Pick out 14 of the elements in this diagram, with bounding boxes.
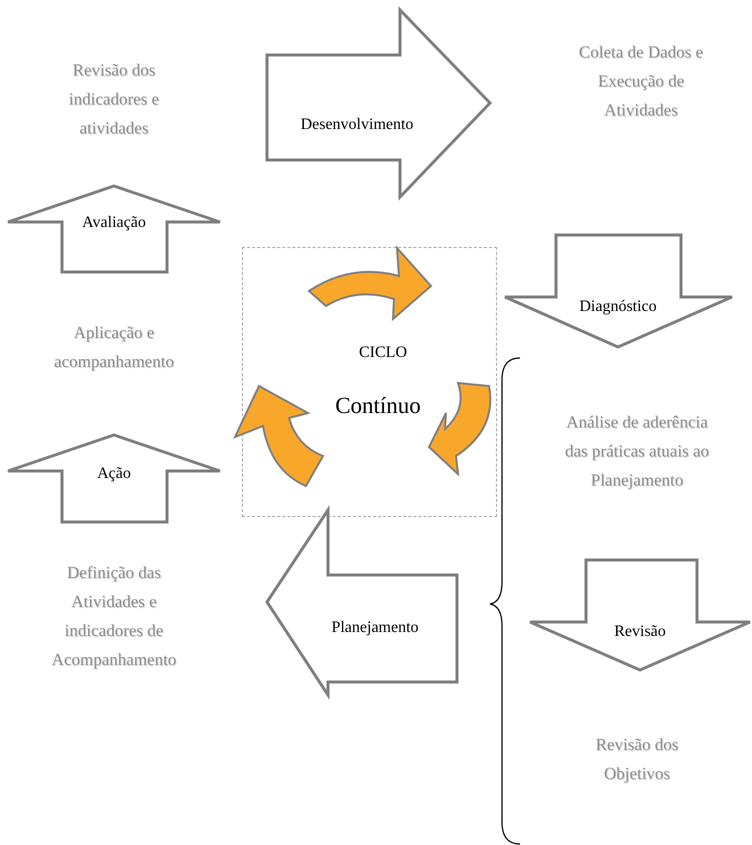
- embossed-caption: Coleta de Dados e Execução de Atividades: [578, 42, 704, 122]
- embossed-caption: Revisão dos indicadores e atividades: [68, 60, 160, 140]
- arrow-label: Planejamento: [331, 619, 419, 637]
- panel-title: Contínuo: [335, 393, 421, 419]
- arrow-label: Diagnóstico: [579, 298, 657, 316]
- embossed-caption: Definição das Atividades e indicadores de Acompanhamento: [50, 562, 178, 671]
- arrow-label: Avaliação: [82, 214, 146, 232]
- embossed-caption: Análise de aderência das práticas atuais ao Planejamento: [564, 412, 710, 492]
- arrow-label: Revisão: [614, 623, 666, 641]
- arrow-label: Desenvolvimento: [300, 116, 414, 134]
- arrow-label: Ação: [97, 465, 131, 483]
- embossed-caption: Aplicação e acompanhamento: [53, 322, 175, 373]
- embossed-caption: Revisão dos Objetivos: [594, 734, 680, 785]
- panel-heading: CICLO: [359, 344, 407, 362]
